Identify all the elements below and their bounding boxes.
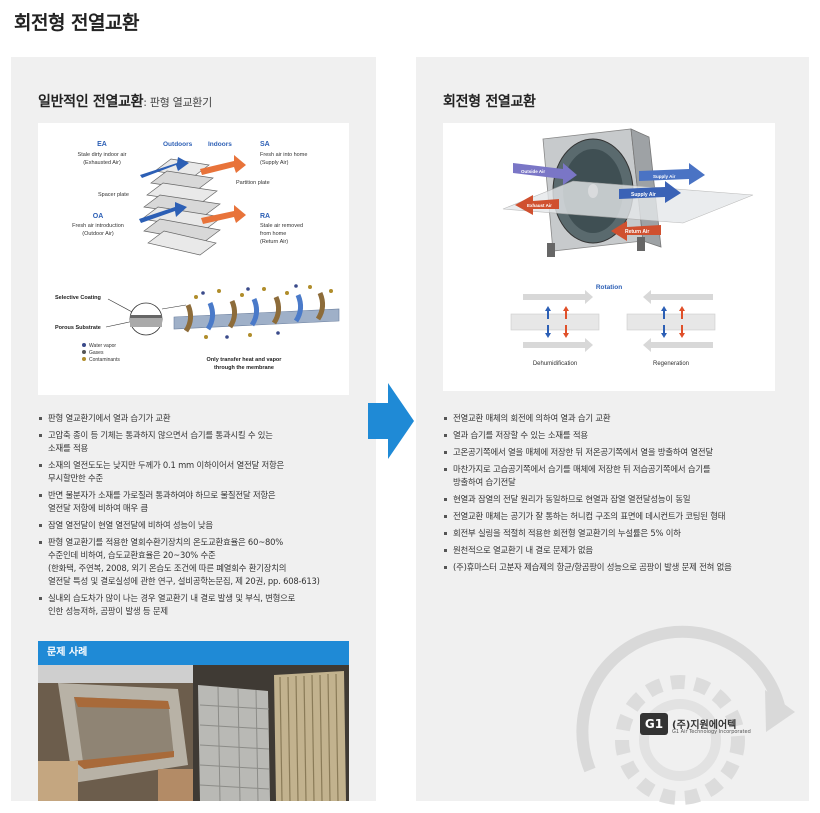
ea-desc2: (Exhausted Air) (83, 160, 121, 166)
panel-rotary-exchanger: 회전형 전열교환 Outside Air Supply Air Supply A… (416, 57, 809, 801)
bullet-item: 반면 물분자가 소재를 가로질러 통과하여야 하므로 물질전달 저항은 열전달 … (39, 489, 357, 515)
return-air-label: Return Air (625, 229, 649, 235)
outdoors-label: Outdoors (163, 141, 193, 148)
sa-arrow (200, 155, 246, 175)
ea-arrow (140, 157, 189, 178)
panel-plate-exchanger: 일반적인 전열교환: 판형 열교환기 EA Stale dirty indoor… (11, 57, 376, 801)
panel-heading-plate: 일반적인 전열교환: 판형 열교환기 (38, 91, 212, 111)
ra-desc3: (Return Air) (260, 239, 288, 245)
bullet-item: 고온공기쪽에서 열을 매체에 저장한 뒤 저온공기쪽에서 열을 방출하여 열전달 (444, 446, 794, 459)
exhaust-air-arrow (515, 195, 559, 215)
caption-line1: Only transfer heat and vapor (207, 357, 283, 363)
oa-arrow (139, 202, 187, 223)
problem-cases: 문제 사례 (38, 641, 349, 801)
outside-air-arrow (513, 163, 577, 185)
bullet-item: 마찬가지로 고습공기쪽에서 습기를 매체에 저장한 뒤 저습공기쪽에서 습기를 … (444, 463, 794, 489)
logo-subtext: G1 Air Technology Incorporated (672, 729, 751, 735)
page-title: 회전형 전열교환 (14, 12, 139, 34)
heading-main: 일반적인 전열교환 (38, 94, 144, 110)
legend-gases: Gases (89, 350, 104, 356)
bullet-item: 현열과 잠열의 전달 원리가 동일하므로 현열과 잠열 열전달성능이 동일 (444, 493, 794, 506)
sa-label: SA (260, 141, 270, 148)
bullet-item: 판형 열교환기에서 열과 습기가 교환 (39, 412, 357, 425)
ea-desc1: Stale dirty indoor air (78, 152, 127, 158)
oa-desc2: (Outdoor Air) (82, 231, 114, 237)
panel-heading-rotary: 회전형 전열교환 (443, 94, 536, 110)
oa-desc1: Fresh air introduction (72, 223, 124, 229)
regeneration-diagram (626, 290, 716, 352)
rotary-bullets: 전열교환 매체의 회전에 의하여 열과 습기 교환 열과 습기를 저장할 수 있… (444, 412, 794, 578)
photo-corroded-unit (38, 665, 193, 801)
transfer-arrows (183, 292, 326, 333)
regeneration-label: Regeneration (653, 361, 689, 367)
spacer-label: Spacer plate (98, 192, 129, 198)
bullet-item: 고압축 종이 등 기체는 통과하지 않으면서 습기를 통과시킬 수 있는 소재를… (39, 429, 357, 455)
arrow-right-icon (368, 383, 414, 459)
logo-text: (주)지원에어텍 (672, 720, 737, 731)
ra-desc2: from home (260, 231, 286, 237)
plate-exchanger-diagram: EA Stale dirty indoor air (Exhausted Air… (38, 123, 349, 395)
particles (194, 285, 333, 339)
outside-air-label: Outside Air (521, 169, 545, 174)
heading-sub: : 판형 열교환기 (143, 96, 212, 109)
gear-watermark-icon (576, 625, 795, 805)
sa-desc2: (Supply Air) (260, 160, 289, 166)
return-air-arrow (611, 221, 661, 241)
bullet-item: 전열교환 매체의 회전에 의하여 열과 습기 교환 (444, 412, 794, 425)
problem-header: 문제 사례 (38, 641, 349, 665)
logo-mark: G1 (640, 713, 668, 735)
porous-label: Porous Substrate (55, 325, 101, 331)
bullet-item: 원천적으로 열교환기 내 결로 문제가 없음 (444, 544, 794, 557)
supply-air-top-arrow (639, 163, 705, 185)
legend-contaminants: Contaminants (89, 357, 120, 363)
sa-desc1: Fresh air into home (260, 152, 307, 158)
ra-arrow (201, 205, 246, 224)
oa-label: OA (93, 213, 104, 220)
supply-air-arrow (619, 181, 681, 203)
bullet-item: 소재의 열전도도는 낮지만 두께가 0.1 mm 이하이어서 열전달 저항은 무… (39, 459, 357, 485)
indoors-label: Indoors (208, 141, 232, 148)
plate-bullets: 판형 열교환기에서 열과 습기가 교환 고압축 종이 등 기체는 통과하지 않으… (39, 412, 357, 622)
rotation-label: Rotation (596, 284, 622, 291)
bullet-item: 전열교환 매체는 공기가 잘 통하는 허니컴 구조의 표면에 데시컨트가 코팅된… (444, 510, 794, 523)
bullet-item: (주)휴마스터 고분자 제습제의 항균/항곰팡이 성능으로 곰팡이 발생 문제 … (444, 561, 794, 574)
caption-line2: through the membrane (214, 365, 274, 371)
dehumidification-label: Dehumidification (533, 361, 577, 367)
bullet-item: 실내외 습도차가 많이 나는 경우 열교환기 내 결로 발생 및 부식, 변형으… (39, 592, 357, 618)
rotary-exchanger-diagram: Outside Air Supply Air Supply Air Exhaus… (443, 123, 775, 391)
problem-photos (38, 665, 349, 801)
ea-label: EA (97, 141, 107, 148)
bullet-item: 잠열 열전달이 현열 열전달에 비하여 성능이 낮음 (39, 519, 357, 532)
ra-desc1: Stale air removed (260, 223, 303, 229)
legend-water: Water vapor (89, 343, 116, 349)
bullet-item: 판형 열교환기를 적용한 열회수환기장치의 온도교환효율은 60~80% 수준인… (39, 536, 357, 588)
ra-label: RA (260, 213, 270, 220)
bullet-item: 회전부 실링을 적절히 적용한 회전형 열교환기의 누설률은 5% 이하 (444, 527, 794, 540)
partition-label: Partition plate (236, 180, 270, 186)
supply-air-label: Supply Air (631, 192, 656, 198)
dehumidification-diagram (510, 290, 600, 352)
bullet-item: 열과 습기를 저장할 수 있는 소재를 적용 (444, 429, 794, 442)
selective-label: Selective Coating (55, 295, 101, 301)
supply-air-top-label: Supply Air (653, 174, 676, 179)
exhaust-air-label: Exhaust Air (527, 203, 552, 208)
photo-moldy-filter (193, 665, 349, 801)
